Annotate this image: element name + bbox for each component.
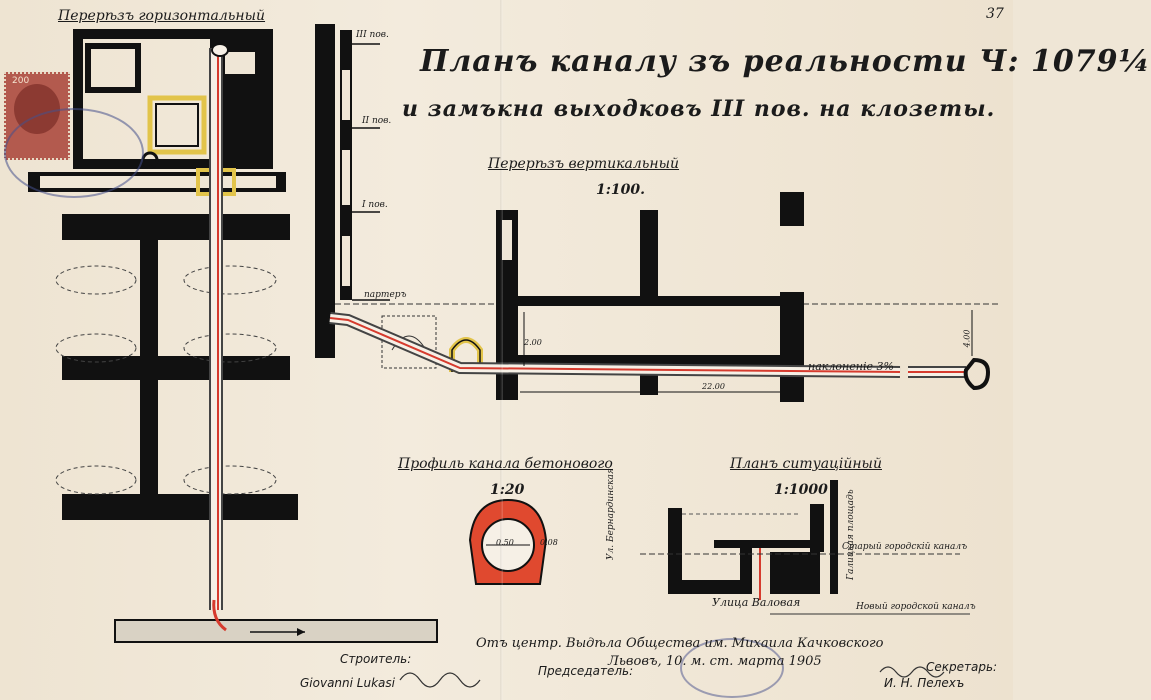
builder-label: Строитель: (340, 652, 412, 666)
oval-seal-bottom (680, 638, 784, 698)
floor-label-ground: партеръ (364, 290, 407, 300)
new-canal-label: Новый городской каналъ (856, 602, 976, 612)
vertical-section (315, 24, 1000, 402)
secretary-signature: И. Н. Пелехъ (884, 676, 965, 690)
page-number: 37 (986, 6, 1004, 22)
footer-place-date: Львовъ, 10. м. ст. марта 1905 (608, 654, 822, 669)
height-right-label: 4.00 (962, 329, 972, 348)
label-horizontal-section: Перерѣзъ горизонтальный (58, 8, 266, 24)
profile-inner-label: 0.50 (496, 538, 514, 547)
situational-plan (640, 480, 970, 615)
slope-label: наклоненіе 3% (808, 360, 894, 373)
height-left-label: 2.00 (524, 338, 542, 347)
stamp-value: 200 (12, 76, 30, 86)
title-line-2: и замъкна выходковъ III пов. на клозеты. (402, 96, 996, 122)
profile-scale: 1:20 (490, 482, 525, 498)
old-canal-label: Старый городскій каналъ (842, 542, 968, 552)
secretary-signature-mark (879, 666, 945, 678)
length-label: 22.00 (702, 382, 725, 391)
label-vertical-section: Перерѣзъ вертикальный (488, 156, 680, 172)
floor-label-third: III пов. (356, 30, 389, 40)
floor-label-first: I пов. (362, 200, 388, 210)
situational-scale: 1:1000 (774, 482, 828, 498)
label-situational: Планъ ситуаційный (730, 456, 882, 472)
secretary-label: Секретарь: (926, 660, 998, 674)
oval-seal-left (4, 108, 144, 198)
chairman-label: Председатель: (538, 664, 634, 678)
floor-label-second: II пов. (362, 116, 392, 126)
label-profile: Профиль канала бетонового (398, 456, 613, 472)
street-bernardine: Ул. Бернардинская (606, 468, 616, 560)
profile-side-label: 0.08 (540, 538, 558, 547)
title-line-1: Планъ каналу зъ реальности Ч: 1079¼ (420, 44, 1151, 79)
paper-fold (500, 0, 503, 700)
concrete-profile (468, 498, 548, 585)
builder-signature: Giovanni Lukasi (300, 676, 395, 690)
builder-signature-mark (399, 672, 481, 688)
street-valova: Улица Валовая (712, 596, 801, 609)
vertical-scale: 1:100. (596, 182, 646, 198)
square-label: Галицкая площадь (846, 489, 856, 580)
footer-organization: Отъ центр. Выдѣла Общества им. Михаила К… (476, 636, 884, 651)
